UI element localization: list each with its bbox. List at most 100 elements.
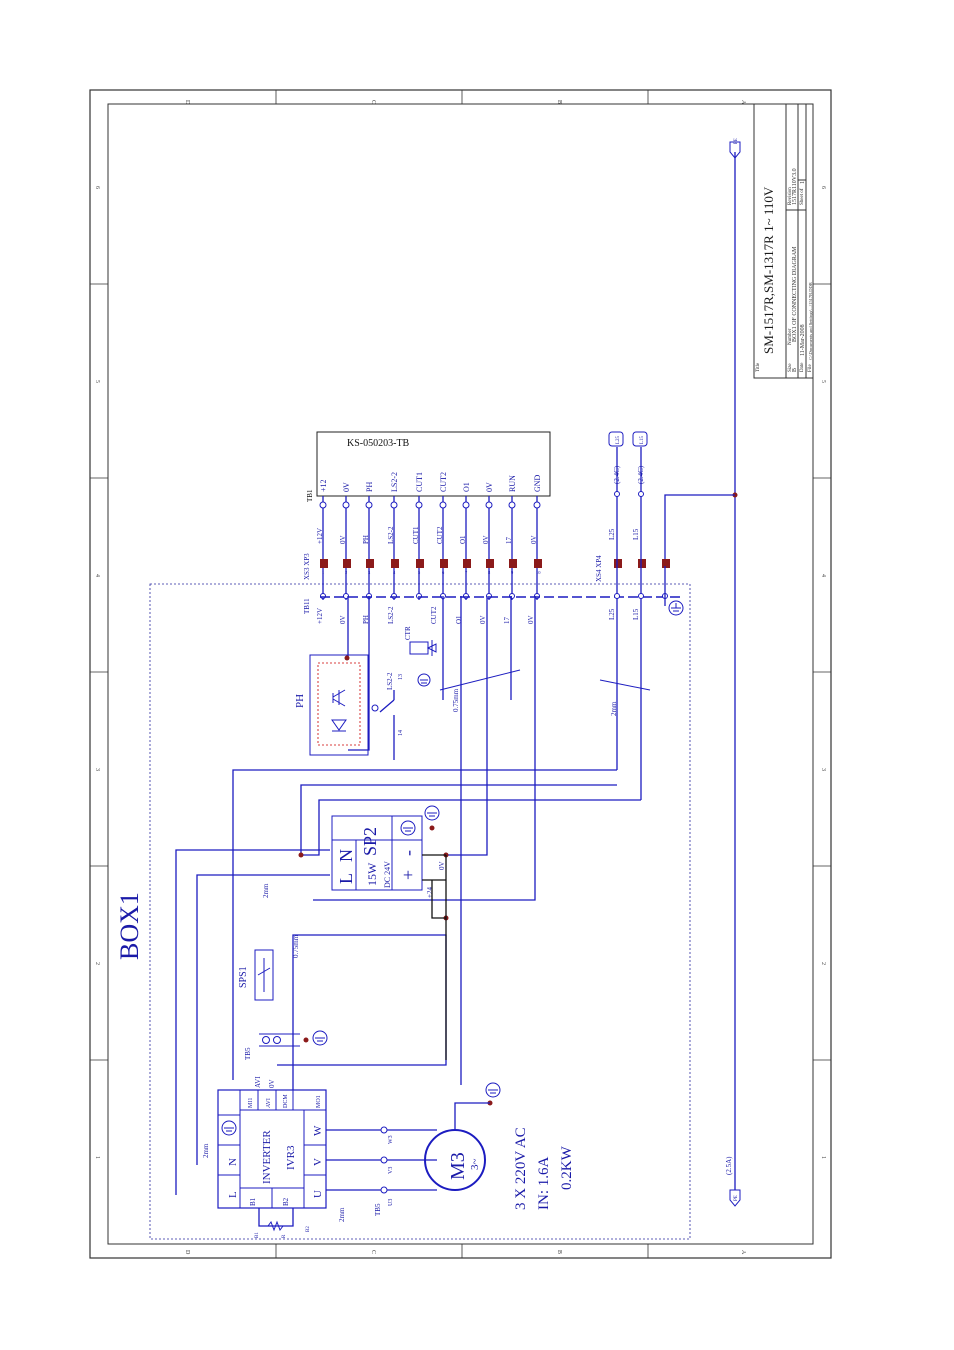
xp3-pin-number-1: 1	[322, 570, 324, 575]
sp2-minus: -	[398, 850, 418, 856]
inverter-dcm: DCM	[283, 1094, 289, 1108]
border-number-4-right: 4	[820, 574, 826, 577]
xp4-label: XS4 XP4	[595, 555, 603, 582]
motor-ground-icon	[485, 1082, 501, 1098]
wire-size-2mm-l: 2mm	[610, 701, 618, 716]
motor-spec-voltage: 3 X 220V AC	[513, 1127, 529, 1210]
cable-slash-1	[439, 669, 521, 691]
tb1-terminal-label-8: 0V	[485, 482, 494, 492]
ls22-switch	[371, 690, 395, 760]
tb11-wire-l25: L25	[608, 608, 616, 620]
xp4-pin-1	[614, 559, 622, 568]
xp3-wire-label-6: CUT2	[436, 526, 444, 544]
xp3-pin-number-9: 9	[511, 570, 514, 575]
xp3-wire-label-3: PH	[362, 535, 370, 544]
wire-size-2mm-sp2: 2mm	[262, 883, 270, 898]
optocoupler-icon	[331, 689, 347, 732]
tb11-wire-l15: L15	[632, 608, 640, 620]
resistor-b1: B1	[255, 1232, 260, 1238]
border-letter-a-bottom: A	[740, 1250, 746, 1255]
tb1-terminal-5	[415, 501, 423, 509]
border-letter-b-top: B	[556, 100, 562, 104]
tb1-terminal-label-4: LS2-2	[390, 472, 399, 492]
border-ticks	[90, 90, 831, 1258]
sp2-ext-ground-icon	[424, 805, 440, 821]
tb11-terminal-1	[320, 593, 326, 599]
xp3-wire-label-8: 0V	[482, 535, 490, 544]
border-letter-c-top: C	[370, 100, 376, 104]
xp3-pin-number-6: 6	[442, 570, 445, 575]
border-number-5-left: 5	[94, 380, 100, 383]
inverter-w: W	[312, 1125, 324, 1136]
xp4-cable-l15: (2.4C)	[637, 465, 645, 484]
tb1-terminal-8	[485, 501, 493, 509]
sheet-revision: 1517R110V3.0	[792, 168, 798, 205]
tb5-terminal	[259, 1033, 300, 1047]
tb5-v3: V3	[388, 1167, 394, 1174]
xp3-wire-label-10: 0V	[530, 535, 538, 544]
inverter-mi1: MI1	[248, 1098, 254, 1108]
xp4-out-l25: L25	[616, 435, 621, 444]
ls22-label: LS2-2	[386, 672, 394, 690]
pe-cable-label: (2.5A)	[725, 1156, 733, 1175]
sheet-file: C:\Documents and Settings\...\1517R.DDB	[808, 282, 813, 360]
xp3-pin-1	[320, 559, 328, 568]
tb1-terminal-label-2: 0V	[342, 482, 351, 492]
tb11-wire-label-3: PH	[362, 615, 370, 624]
sp2-n: N	[336, 849, 356, 862]
border-letter-d-bottom: D	[184, 1250, 190, 1255]
xp3-pin-number-8: 8	[488, 570, 491, 575]
xp3-pin-3	[366, 559, 374, 568]
sp2-spec: 15W	[365, 862, 379, 886]
ctr-valve	[409, 640, 437, 656]
xp3-pin-8	[486, 559, 494, 568]
xp4-pin-3	[662, 559, 670, 568]
inverter-v: V	[312, 1158, 324, 1166]
tb1-terminal-4	[390, 501, 398, 509]
tb5-label: TB5	[244, 1047, 252, 1060]
sp2-name: SP2	[360, 827, 380, 856]
tb11-terminal-9	[509, 593, 515, 599]
title-label: Title	[756, 362, 761, 372]
title-block: Title Size Number Revision Date Sheet of…	[753, 103, 814, 379]
inverter-b2: B2	[282, 1197, 290, 1206]
xp3-pin-7	[463, 559, 471, 568]
tb1-terminal-9	[508, 501, 516, 509]
tb1-terminal-label-3: PH	[365, 482, 374, 492]
tb11-wire-label-6: O1	[455, 615, 463, 624]
pe-bottom-label: PE	[734, 1195, 739, 1201]
sps1-switch	[254, 949, 274, 1001]
xp3-pin-number-3: 3	[368, 570, 371, 575]
tb11-label: TB11	[303, 598, 311, 614]
junction-node-a	[298, 852, 304, 858]
sheet-size: B	[792, 368, 798, 372]
date-label: Date	[800, 362, 805, 372]
sp2-plus: +	[398, 870, 418, 880]
wire-size-2mm-in: 2mm	[202, 1143, 210, 1158]
tb5-w3: W3	[388, 1135, 394, 1144]
border-letter-b-bottom: B	[556, 1250, 562, 1254]
border-number-3-right: 3	[820, 768, 826, 771]
motor-spec-current: IN: 1.6A	[536, 1157, 552, 1210]
sheet-label: Sheet of	[800, 188, 805, 205]
sheet-sheet-no: 1	[800, 181, 806, 184]
sp2-v-zero: 0V	[438, 861, 446, 870]
inverter-ground-icon	[221, 1120, 237, 1136]
wire-size-2mm-out: 2mm	[338, 1207, 346, 1222]
xp3-pin-number-10: 10	[536, 570, 541, 575]
xp4-wiring	[608, 431, 668, 800]
tb1-terminal-2	[342, 501, 350, 509]
tb1-terminal-3	[365, 501, 373, 509]
tb11-terminal-4	[391, 593, 397, 599]
sp2-v-plus: +24	[426, 887, 434, 898]
xp3-pin-10	[534, 559, 542, 568]
border-number-3-left: 3	[94, 768, 100, 771]
tb1-terminal-label-7: O1	[462, 482, 471, 492]
xp3-pin-number-4: 4	[393, 570, 396, 575]
tb1-label: TB1	[306, 489, 314, 502]
sp2-power-supply	[331, 815, 423, 891]
ph-sensor-inner	[317, 662, 361, 746]
inverter-l: L	[227, 1191, 239, 1198]
tb5-u3: U3	[388, 1199, 394, 1206]
